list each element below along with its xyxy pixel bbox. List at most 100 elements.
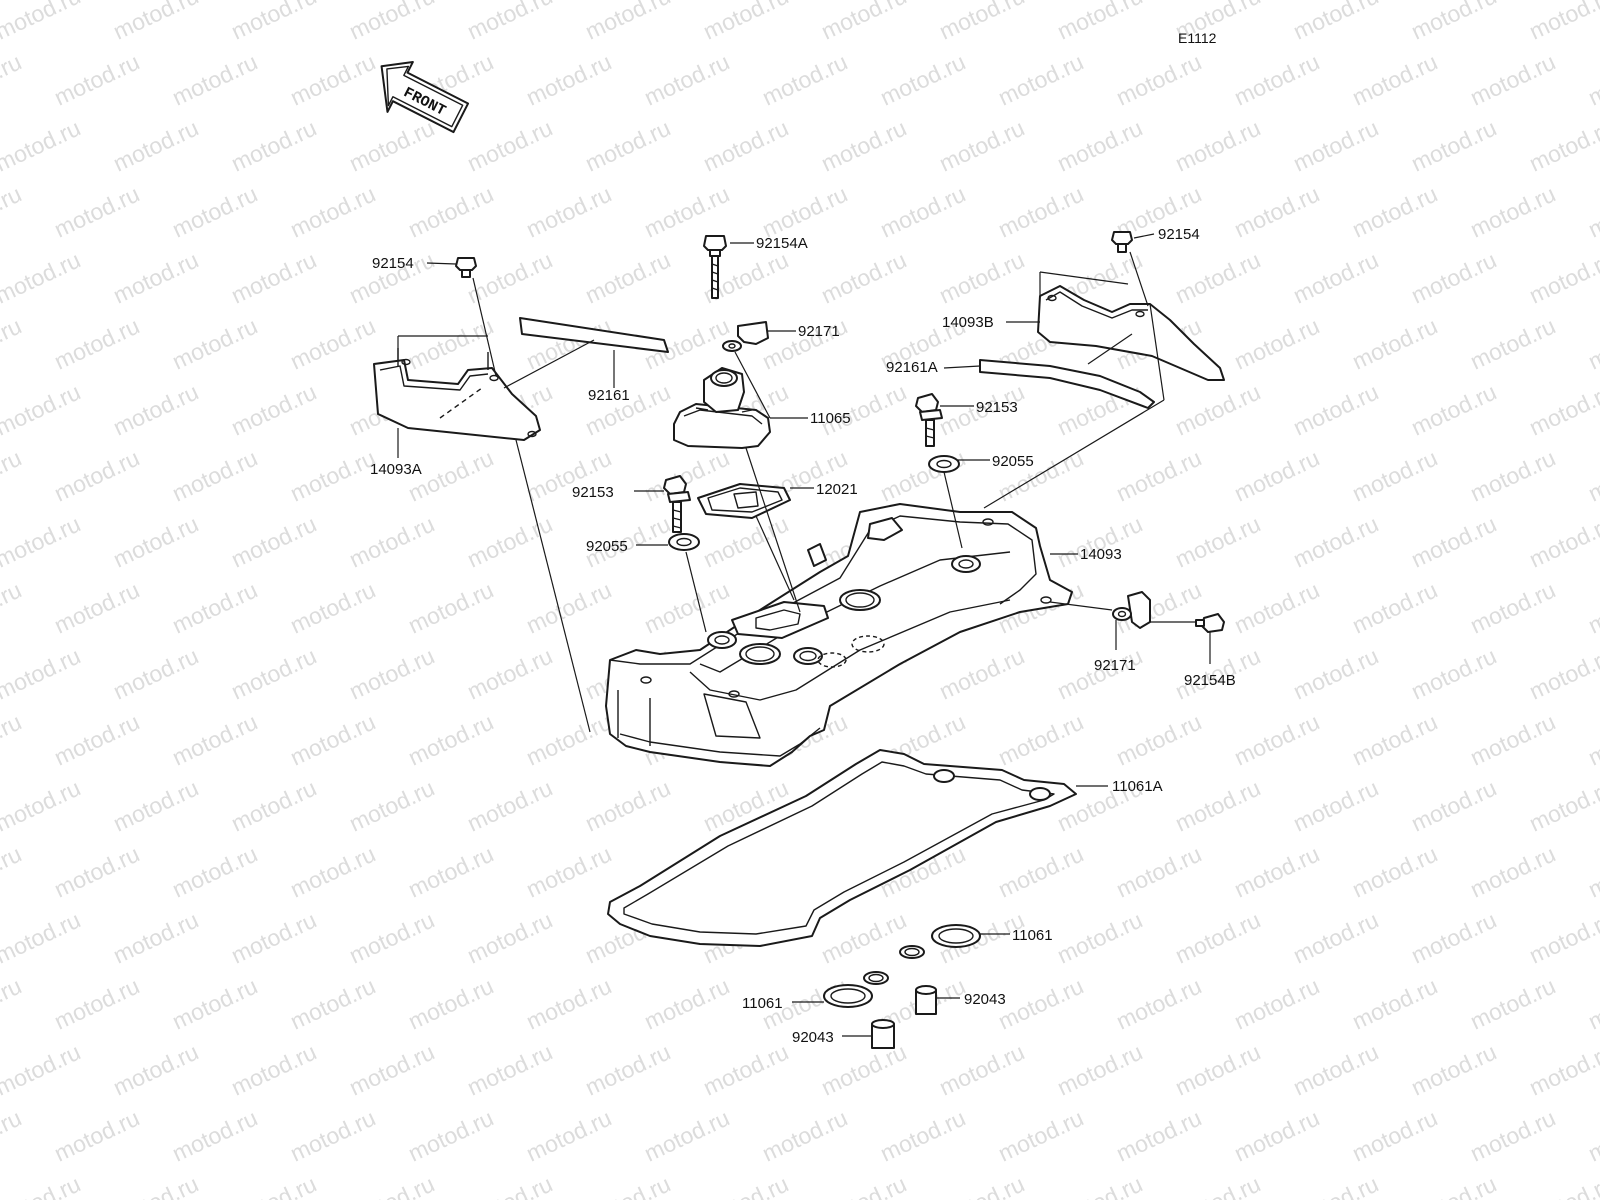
watermark-text: motod.ru <box>1407 1171 1500 1200</box>
watermark-text: motod.ru <box>1171 379 1264 441</box>
watermark-text: motod.ru <box>1289 1039 1382 1101</box>
watermark-text: motod.ru <box>1525 511 1600 573</box>
label-strip-right: 92161A <box>886 359 938 376</box>
watermark-text: motod.ru <box>286 181 379 243</box>
watermark-text: motod.ru <box>286 709 379 771</box>
watermark-text: motod.ru <box>1289 643 1382 705</box>
watermark-text: motod.ru <box>817 247 910 309</box>
watermark-text: motod.ru <box>0 313 25 375</box>
label-bracket-top: 92171 <box>798 323 840 340</box>
watermark-text: motod.ru <box>404 577 497 639</box>
watermark-text: motod.ru <box>581 0 674 45</box>
watermark-text: motod.ru <box>345 1039 438 1101</box>
watermark-text: motod.ru <box>0 115 84 177</box>
watermark-text: motod.ru <box>1230 445 1323 507</box>
watermark-text: motod.ru <box>109 1039 202 1101</box>
watermark-text: motod.ru <box>994 709 1087 771</box>
watermark-text: motod.ru <box>1112 841 1205 903</box>
watermark-text: motod.ru <box>1230 49 1323 111</box>
watermark-text: motod.ru <box>994 973 1087 1035</box>
watermark-text: motod.ru <box>404 973 497 1035</box>
bracket-top <box>722 321 769 352</box>
watermark-text: motod.ru <box>876 1105 969 1167</box>
watermark-text: motod.ru <box>817 115 910 177</box>
label-washer-left: 92055 <box>586 538 628 555</box>
watermark-text: motod.ru <box>50 841 143 903</box>
watermark-text: motod.ru <box>876 181 969 243</box>
watermark-text: motod.ru <box>286 313 379 375</box>
watermark-text: motod.ru <box>1584 577 1600 639</box>
watermark-text: motod.ru <box>227 775 320 837</box>
watermark-text: motod.ru <box>463 1039 556 1101</box>
watermark-text: motod.ru <box>0 709 25 771</box>
bolt-right <box>915 393 943 447</box>
washer-right <box>928 455 960 473</box>
watermark-text: motod.ru <box>168 841 261 903</box>
watermark-text: motod.ru <box>109 1171 202 1200</box>
watermark-text: motod.ru <box>286 1105 379 1167</box>
watermark-text: motod.ru <box>1053 0 1146 45</box>
watermark-text: motod.ru <box>1348 1105 1441 1167</box>
label-cover-left: 14093A <box>370 461 422 478</box>
watermark-text: motod.ru <box>1053 1171 1146 1200</box>
watermark-text: motod.ru <box>1584 313 1600 375</box>
watermark-text: motod.ru <box>1525 907 1600 969</box>
watermark-text: motod.ru <box>1584 445 1600 507</box>
watermark-text: motod.ru <box>50 49 143 111</box>
watermark-text: motod.ru <box>345 907 438 969</box>
watermark-text: motod.ru <box>1289 247 1382 309</box>
watermark-text: motod.ru <box>1289 775 1382 837</box>
watermark-text: motod.ru <box>345 115 438 177</box>
watermark-text: motod.ru <box>50 445 143 507</box>
watermark-text: motod.ru <box>0 181 25 243</box>
watermark-text: motod.ru <box>227 907 320 969</box>
watermark-text: motod.ru <box>522 973 615 1035</box>
watermark-text: motod.ru <box>1407 115 1500 177</box>
watermark-text: motod.ru <box>1171 1171 1264 1200</box>
plug-gasket-lower <box>823 971 889 1008</box>
watermark-text: motod.ru <box>227 115 320 177</box>
watermark-text: motod.ru <box>227 1039 320 1101</box>
watermark-text: motod.ru <box>168 973 261 1035</box>
watermark-text: motod.ru <box>699 1039 792 1101</box>
watermark-text: motod.ru <box>0 1105 25 1167</box>
watermark-text: motod.ru <box>1289 379 1382 441</box>
watermark-text: motod.ru <box>0 0 84 45</box>
label-plug-gasket-lower: 11061 <box>742 995 783 1012</box>
watermark-text: motod.ru <box>699 511 792 573</box>
watermark-text: motod.ru <box>699 0 792 45</box>
watermark-text: motod.ru <box>1053 115 1146 177</box>
watermark-text: motod.ru <box>0 775 84 837</box>
watermark-text: motod.ru <box>1112 49 1205 111</box>
watermark-text: motod.ru <box>1466 841 1559 903</box>
watermark-text: motod.ru <box>0 49 25 111</box>
watermark-text: motod.ru <box>1525 1039 1600 1101</box>
watermark-text: motod.ru <box>640 973 733 1035</box>
watermark-text: motod.ru <box>581 775 674 837</box>
watermark-text: motod.ru <box>50 313 143 375</box>
watermark-text: motod.ru <box>109 379 202 441</box>
watermark-text: motod.ru <box>1230 181 1323 243</box>
dowel-pin-upper <box>915 985 937 1015</box>
watermark-text: motod.ru <box>345 0 438 45</box>
watermark-text: motod.ru <box>168 181 261 243</box>
breather-plate <box>697 483 791 519</box>
label-bolt-top-left: 92154 <box>372 255 414 272</box>
washer-left <box>668 533 700 551</box>
watermark-text: motod.ru <box>581 1039 674 1101</box>
watermark-text: motod.ru <box>1348 49 1441 111</box>
watermark-text: motod.ru <box>1230 973 1323 1035</box>
watermark-text: motod.ru <box>1348 577 1441 639</box>
watermark-text: motod.ru <box>1348 181 1441 243</box>
watermark-text: motod.ru <box>1171 511 1264 573</box>
watermark-text: motod.ru <box>876 49 969 111</box>
watermark-text: motod.ru <box>50 709 143 771</box>
watermark-text: motod.ru <box>1112 577 1205 639</box>
bolt-top-left <box>455 257 477 278</box>
watermark-text: motod.ru <box>1289 1171 1382 1200</box>
watermark-text: motod.ru <box>1171 247 1264 309</box>
watermark-text: motod.ru <box>168 1105 261 1167</box>
label-dowel-upper: 92043 <box>964 991 1006 1008</box>
watermark-text: motod.ru <box>876 445 969 507</box>
watermark-text: motod.ru <box>168 313 261 375</box>
